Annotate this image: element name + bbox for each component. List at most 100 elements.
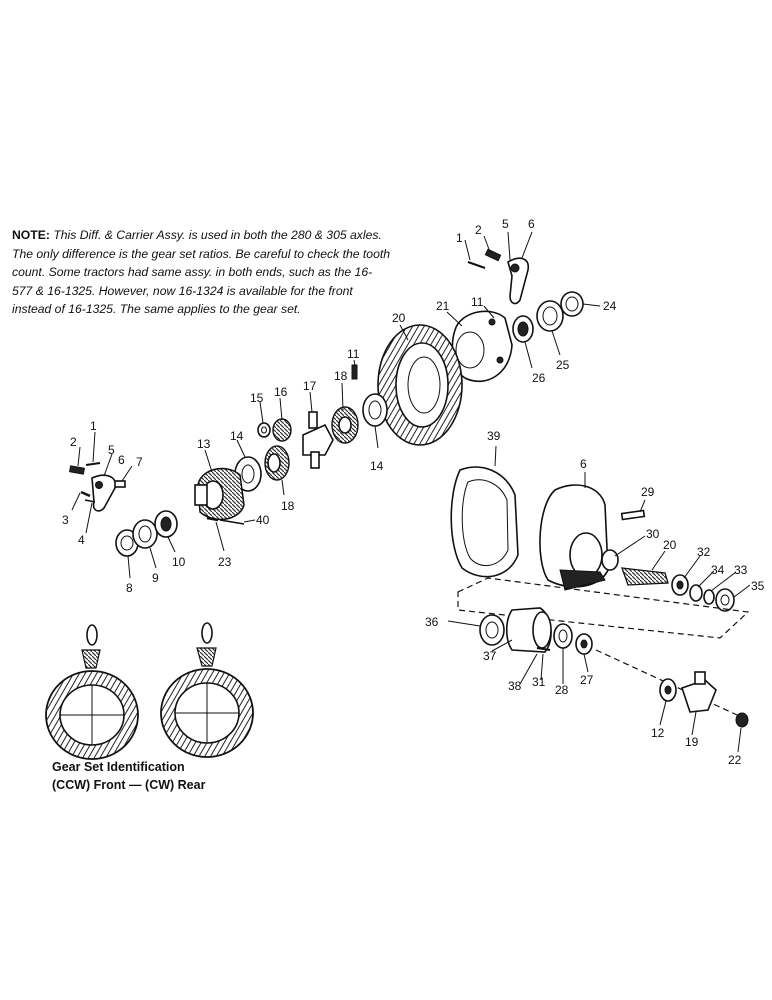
caption-line-1: Gear Set Identification <box>52 760 185 774</box>
bearing-cone-25 <box>536 300 564 332</box>
pin-part-1 <box>467 261 486 269</box>
yoke-19 <box>680 671 717 713</box>
side-gear-18-left <box>264 445 290 481</box>
callout-27: 27 <box>580 673 594 687</box>
carrier-housing-6 <box>539 484 609 591</box>
thrust-washer-14-right <box>362 393 388 427</box>
callout-22: 22 <box>728 753 742 767</box>
pinion-cage-37 <box>505 607 552 653</box>
seal-12 <box>659 678 677 702</box>
callout-6: 6 <box>528 217 535 231</box>
callout-30: 30 <box>646 527 660 541</box>
callout-4: 4 <box>78 533 85 547</box>
callout-39: 39 <box>487 429 501 443</box>
callout-6: 6 <box>580 457 587 471</box>
callout-33: 33 <box>734 563 748 577</box>
callout-26: 26 <box>532 371 546 385</box>
callout-37: 37 <box>483 649 497 663</box>
dashed-boundary <box>457 577 750 639</box>
callout-3: 3 <box>62 513 69 527</box>
callout-5: 5 <box>108 443 115 457</box>
leader-lines <box>71 231 751 753</box>
gear-set-rear-illustration <box>160 622 254 758</box>
callout-11: 11 <box>471 295 484 309</box>
callout-14: 14 <box>230 429 244 443</box>
callout-24: 24 <box>603 299 617 313</box>
bearing-cup-28 <box>553 623 573 649</box>
callout-15: 15 <box>250 391 264 405</box>
diff-case-21 <box>451 310 513 383</box>
bolt-29 <box>620 509 646 521</box>
callout-6: 6 <box>118 453 125 467</box>
ring-gear-20 <box>377 324 463 446</box>
bearing-26 <box>512 315 534 343</box>
bolt-part-2 <box>484 248 502 262</box>
bearing-cone-9 <box>132 519 158 549</box>
spider-17 <box>302 411 334 469</box>
callout-25: 25 <box>556 358 570 372</box>
nut-22 <box>735 712 749 728</box>
callout-40: 40 <box>256 513 270 527</box>
callout-18: 18 <box>281 499 295 513</box>
callout-5: 5 <box>502 217 509 231</box>
bearing-32 <box>671 574 689 596</box>
callout-9: 9 <box>152 571 159 585</box>
pin-38-31 <box>536 647 551 651</box>
bearing-10 <box>154 510 178 538</box>
callout-labels: 1 2 5 6 24 21 11 20 26 25 11 18 17 16 15… <box>62 217 765 767</box>
callout-2: 2 <box>475 223 482 237</box>
callout-7: 7 <box>136 455 143 469</box>
assembly-note: NOTE: This Diff. & Carrier Assy. is used… <box>12 226 392 319</box>
callout-8: 8 <box>126 581 133 595</box>
callout-20: 20 <box>392 311 406 325</box>
callout-17: 17 <box>303 379 317 393</box>
bolt-part-2-left <box>69 465 85 475</box>
cap-part-6-upper <box>507 257 530 305</box>
pin-part-7 <box>114 480 126 488</box>
callout-1: 1 <box>456 231 463 245</box>
pin-part-1-left <box>85 462 101 466</box>
callout-28: 28 <box>555 683 569 697</box>
pinion-20 <box>621 567 669 586</box>
gear-set-caption: Gear Set Identification (CCW) Front — (C… <box>52 758 205 794</box>
washer-34 <box>689 584 703 602</box>
callout-11: 11 <box>347 347 360 361</box>
seal-30 <box>601 549 619 571</box>
callout-20: 20 <box>663 538 677 552</box>
callout-12: 12 <box>651 726 665 740</box>
callout-2: 2 <box>70 435 77 449</box>
callout-19: 19 <box>685 735 699 749</box>
bearing-35 <box>715 588 735 612</box>
pin-part-23-40 <box>206 516 245 525</box>
callout-1: 1 <box>90 419 97 433</box>
callout-31: 31 <box>532 675 546 689</box>
callout-14: 14 <box>370 459 384 473</box>
callout-29: 29 <box>641 485 655 499</box>
callout-38: 38 <box>508 679 522 693</box>
callout-23: 23 <box>218 555 232 569</box>
pin-part-3-4 <box>80 490 96 503</box>
bearing-cup-24 <box>560 291 584 317</box>
diff-case-13 <box>194 467 245 521</box>
shim-36 <box>479 614 505 646</box>
callout-13: 13 <box>197 437 211 451</box>
callout-34: 34 <box>711 563 725 577</box>
note-text: This Diff. & Carrier Assy. is used in bo… <box>12 228 391 317</box>
cap-part-6-left <box>91 474 117 512</box>
nut-33 <box>703 589 715 605</box>
bearing-27 <box>575 633 593 655</box>
callout-18: 18 <box>334 369 348 383</box>
callout-10: 10 <box>172 555 186 569</box>
pin-part-11-center <box>351 364 358 380</box>
gear-set-front-illustration <box>45 624 139 760</box>
caption-line-2: (CCW) Front — (CW) Rear <box>52 778 206 792</box>
callout-21: 21 <box>436 299 450 313</box>
callout-16: 16 <box>274 385 288 399</box>
note-label: NOTE: <box>12 228 50 242</box>
callout-32: 32 <box>697 545 711 559</box>
pinion-gear-16 <box>272 418 292 442</box>
callout-35: 35 <box>751 579 765 593</box>
callout-36: 36 <box>425 615 439 629</box>
side-gear-18-right <box>331 406 359 444</box>
